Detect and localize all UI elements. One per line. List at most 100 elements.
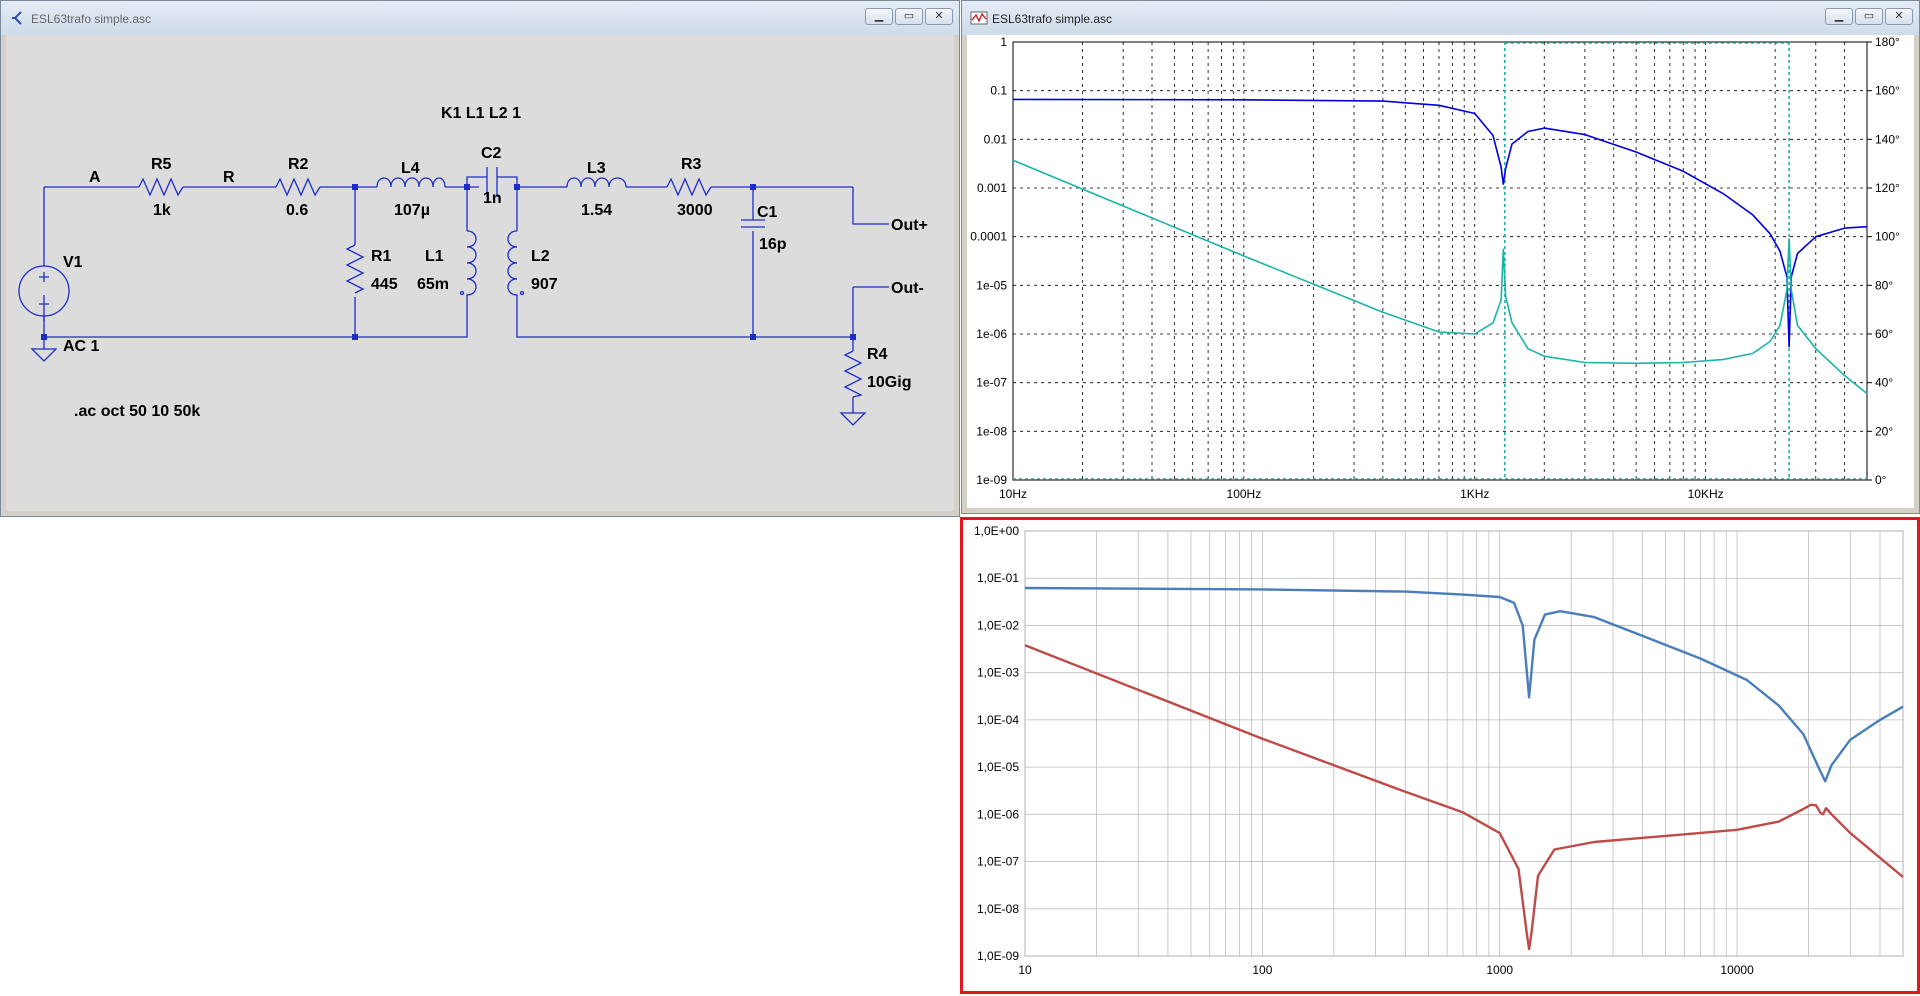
y-tick-label: 0.0001 [970,230,1007,244]
out-minus-label: Out- [891,280,924,297]
net-label-a: A [89,169,101,186]
ground-icon [30,348,58,362]
y2-tick-label: 20° [1875,424,1893,438]
y-tick-label: 1,0E-07 [977,855,1019,869]
l1-inductor [466,230,477,327]
v1-label: V1 [63,254,83,271]
y-tick-label: 1e-06 [976,327,1007,341]
l4-inductor [376,177,446,188]
x-tick-label: 1KHz [1460,487,1489,501]
close-button[interactable]: ✕ [1885,8,1913,25]
l4-label: L4 [401,160,420,177]
r5-value: 1k [153,202,171,219]
minimize-button[interactable]: ▁ [865,8,893,25]
y-tick-label: 1e-07 [976,376,1007,390]
y2-tick-label: 80° [1875,278,1893,292]
x-tick-label: 1000 [1486,963,1513,977]
l4-value: 107µ [394,202,430,219]
x-tick-label: 100Hz [1227,487,1262,501]
close-button[interactable]: ✕ [925,8,953,25]
y2-tick-label: 120° [1875,181,1900,195]
schematic-titlebar[interactable]: ESL63trafo simple.asc ▁ ▭ ✕ [1,1,959,35]
plot-area [1012,41,1868,481]
y2-tick-label: 100° [1875,230,1900,244]
r1-resistor [345,244,365,294]
y-tick-label: 1e-09 [976,473,1007,487]
l3-label: L3 [587,160,606,177]
plot-pane[interactable]: 1 0.1 0.01 0.001 0.0001 1e-05 1e-06 1e-07 1e-08 1… [967,35,1914,508]
series-line-2 [1024,644,1904,951]
y-tick-label: 1,0E-05 [977,760,1019,774]
plot-window: ESL63trafo simple.asc ▁ ▭ ✕ 1 0.1 0.01 0.00… [961,0,1920,514]
y-tick-label: 1e-05 [976,278,1007,292]
plot-area [1024,530,1904,957]
y2-tick-label: 60° [1875,327,1893,341]
x-tick-label: 100 [1252,963,1272,977]
ac-directive: .ac oct 50 10 50k [74,403,200,420]
r2-resistor [275,177,321,197]
waveform-viewer-icon [970,11,988,25]
r2-label: R2 [288,156,309,173]
l1-value: 65m [417,276,449,293]
coupling-directive: K1 L1 L2 1 [441,105,521,122]
schematic-title: ESL63trafo simple.asc [31,12,152,26]
ltspice-bode-plot[interactable]: 1 0.1 0.01 0.001 0.0001 1e-05 1e-06 1e-07 1e-08 1… [967,35,1914,508]
net-label-r: R [223,169,235,186]
y-tick-label: 1,0E-08 [977,902,1019,916]
r4-resistor [843,350,863,398]
schematic-drawing: A R R5 1k R2 0.6 L4 107µ C2 1n L3 1.54 R… [18,105,928,426]
y-tick-label: 0.001 [977,181,1007,195]
y-tick-label: 1,0E-04 [977,713,1019,727]
c2-value: 1n [483,190,502,207]
y2-tick-label: 180° [1875,35,1900,49]
c2-label: C2 [481,145,502,162]
l2-inductor [507,230,518,327]
maximize-button[interactable]: ▭ [895,8,923,25]
y-tick-label: 1,0E-06 [977,807,1019,821]
l3-value: 1.54 [581,202,612,219]
r2-value: 0.6 [286,202,308,219]
y2-tick-label: 160° [1875,84,1900,98]
x-tick-label: 10KHz [1688,487,1724,501]
y-tick-label: 0.01 [984,132,1008,146]
r3-label: R3 [681,156,702,173]
y2-tick-label: 0° [1875,473,1887,487]
y-tick-label: 1 [1000,35,1007,49]
plot-titlebar[interactable]: ESL63trafo simple.asc ▁ ▭ ✕ [962,1,1919,35]
spreadsheet-chart[interactable]: 1,0E+00 1,0E-01 1,0E-02 1,0E-03 1,0E-04 1,0E-… [963,520,1917,991]
minimize-button[interactable]: ▁ [1825,8,1853,25]
x-tick-label: 10Hz [999,487,1027,501]
x-tick-label: 10000 [1720,963,1754,977]
c1-capacitor [741,219,765,228]
y2-tick-label: 40° [1875,376,1893,390]
comparison-chart-frame: 1,0E+00 1,0E-01 1,0E-02 1,0E-03 1,0E-04 1,0E-… [960,517,1920,994]
y-tick-label: 1e-08 [976,424,1007,438]
series-line-2 [1012,159,1868,395]
y-tick-label: 1,0E-09 [977,949,1019,963]
y-tick-label: 0.1 [990,84,1007,98]
r3-value: 3000 [677,202,713,219]
r5-label: R5 [151,156,172,173]
y-tick-label: 1,0E-03 [977,666,1019,680]
ltspice-schematic-icon [12,11,22,25]
v1-value: AC 1 [63,338,100,355]
y2-tick-label: 140° [1875,132,1900,146]
ground-icon [839,412,867,426]
schematic-canvas[interactable]: A R R5 1k R2 0.6 L4 107µ C2 1n L3 1.54 R… [6,35,954,511]
l2-label: L2 [531,248,550,265]
l1-label: L1 [425,248,444,265]
r4-label: R4 [867,346,888,363]
y-tick-label: 1,0E-02 [977,618,1019,632]
r4-value: 10Gig [867,374,911,391]
wire [44,187,468,338]
x-tick-label: 10 [1018,963,1032,977]
c2-capacitor [466,167,518,197]
c1-value: 16p [759,236,787,253]
wire [516,187,889,413]
maximize-button[interactable]: ▭ [1855,8,1883,25]
series-line-1 [1024,586,1904,783]
r3-resistor [666,177,712,197]
y-tick-label: 1,0E-01 [977,571,1019,585]
out-plus-label: Out+ [891,217,928,234]
y-tick-label: 1,0E+00 [974,524,1019,538]
